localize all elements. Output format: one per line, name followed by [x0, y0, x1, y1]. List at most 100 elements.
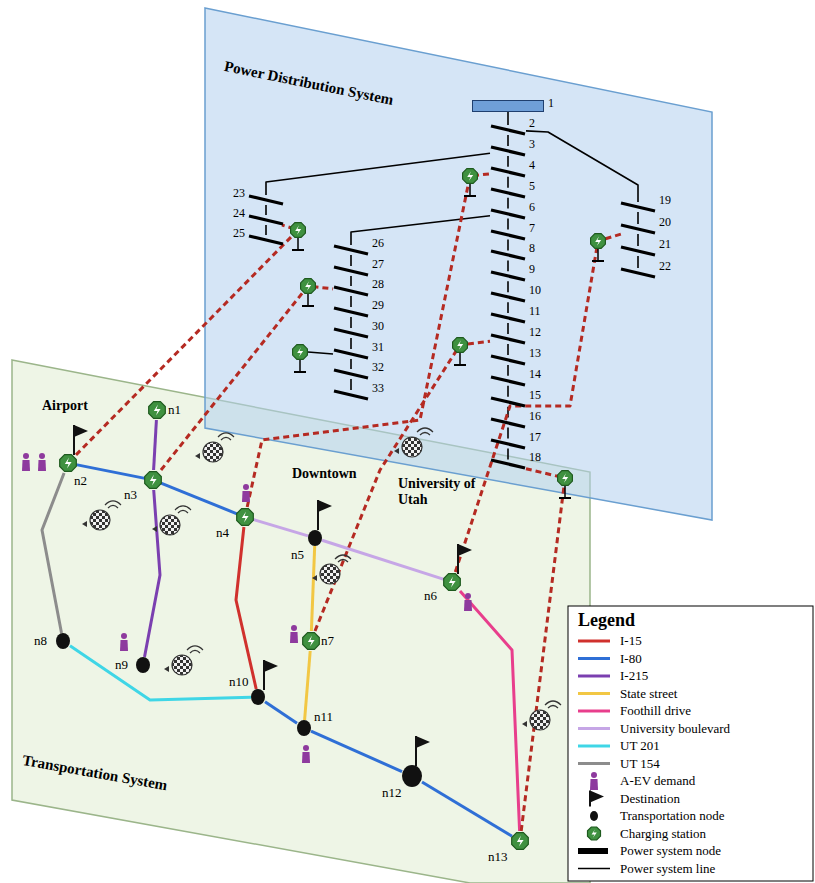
bus-number: 18	[529, 451, 541, 463]
bus-bar: 6	[490, 209, 526, 219]
bus-bar-line	[491, 314, 525, 322]
bus-bar-shape	[248, 195, 284, 205]
road	[305, 651, 311, 720]
wifi-arc	[420, 433, 430, 436]
bus-bar-line	[491, 335, 525, 343]
region-label: Airport	[42, 398, 88, 414]
legend-text: Foothill drive	[620, 703, 691, 718]
legend-text: State street	[620, 686, 677, 701]
node-dot	[56, 633, 70, 649]
bus-bar-shape	[333, 307, 369, 317]
node-label: n2	[74, 474, 87, 488]
power-line	[350, 338, 352, 349]
node-dot	[308, 530, 322, 546]
bus-bar-shape	[490, 146, 526, 156]
charging-station-node: n13	[512, 831, 528, 851]
bus-bar: 26	[333, 245, 369, 255]
demand-body	[590, 779, 598, 790]
power-line	[351, 216, 490, 245]
demand-body	[302, 752, 310, 763]
demand-body	[290, 632, 298, 643]
bus-bar-line	[491, 168, 525, 176]
charging-station-icon	[453, 338, 468, 353]
bus-bar-shape	[333, 266, 369, 276]
bus-number: 10	[529, 284, 541, 296]
coupling-link	[455, 234, 621, 572]
legend-text: Destination	[620, 791, 680, 806]
legend-heading: Legend	[578, 610, 635, 630]
flag-cloth	[416, 736, 430, 748]
plug-symbol	[312, 575, 317, 581]
bolt-symbol	[457, 340, 463, 350]
bus-bar-shape	[333, 390, 369, 400]
power-line	[637, 212, 639, 224]
bolt-symbol	[467, 171, 473, 181]
power-line	[266, 153, 490, 195]
node-label: n4	[216, 526, 229, 540]
node-label: n6	[424, 589, 437, 603]
bus-bar: 20	[620, 224, 656, 234]
plug-symbol	[195, 453, 200, 459]
road	[253, 519, 308, 536]
demand-head	[23, 453, 29, 459]
bus-bar-shape	[490, 209, 526, 219]
bus-bar-shape	[333, 369, 369, 379]
transportation-node: n8	[56, 633, 70, 649]
charging-station-node: n4	[237, 507, 253, 527]
road	[145, 490, 161, 657]
bus-number: 4	[529, 159, 535, 171]
legend-text: I-215	[620, 668, 648, 683]
bus-number: 15	[529, 389, 541, 401]
bus-bar-line	[491, 147, 525, 155]
bus-number: 32	[372, 361, 384, 373]
bus-bar: 18	[490, 459, 526, 469]
bolt-symbol	[150, 475, 157, 486]
node-label: n3	[124, 488, 137, 502]
node-dot	[402, 765, 422, 787]
node-label: n9	[115, 658, 128, 672]
bus-bar-line	[491, 251, 525, 259]
power-line	[507, 135, 509, 146]
demand-head	[291, 625, 297, 631]
bus-bar-shape	[490, 292, 526, 302]
bus-bar-shape	[490, 439, 526, 449]
bus-bar-line	[621, 247, 655, 255]
bolt-symbol	[154, 405, 161, 416]
bus-bar-line	[491, 293, 525, 301]
bus-bar-line	[334, 267, 368, 275]
bus-number: 20	[659, 216, 671, 228]
station-ground	[454, 364, 466, 366]
bus-bar: 22	[620, 268, 656, 278]
bus-bar: 3	[490, 146, 526, 156]
bus-number: 26	[372, 237, 384, 249]
bus-bar-shape	[490, 376, 526, 386]
bus-bar: 13	[490, 355, 526, 365]
bus-number: 27	[372, 258, 384, 270]
road	[311, 546, 314, 631]
legend-node-sample	[590, 811, 598, 821]
bus-bar-shape	[620, 246, 656, 256]
charging-station-icon	[591, 234, 606, 249]
bus-number: 17	[529, 431, 541, 443]
node-shape	[251, 689, 265, 705]
legend-line-sample	[578, 727, 610, 730]
bus-bar-shape	[248, 235, 284, 245]
bus-number: 22	[659, 260, 671, 272]
station-stem	[297, 238, 299, 250]
demand-head	[591, 772, 597, 778]
demand-body	[120, 640, 128, 651]
legend-text: I-15	[620, 633, 642, 648]
wifi-arc	[221, 438, 231, 441]
station-stub	[308, 352, 333, 354]
power-line	[507, 323, 509, 334]
power-line	[350, 296, 352, 307]
bus-bar-line	[334, 391, 368, 399]
station-stem	[307, 294, 309, 306]
power-line	[507, 386, 509, 397]
bus-bar-line	[249, 216, 283, 224]
wifi-arc	[178, 511, 188, 514]
node-shape	[303, 631, 319, 651]
legend-text: Power system node	[620, 843, 721, 858]
a-ev-icon	[530, 710, 550, 730]
wifi-arc	[218, 433, 234, 437]
